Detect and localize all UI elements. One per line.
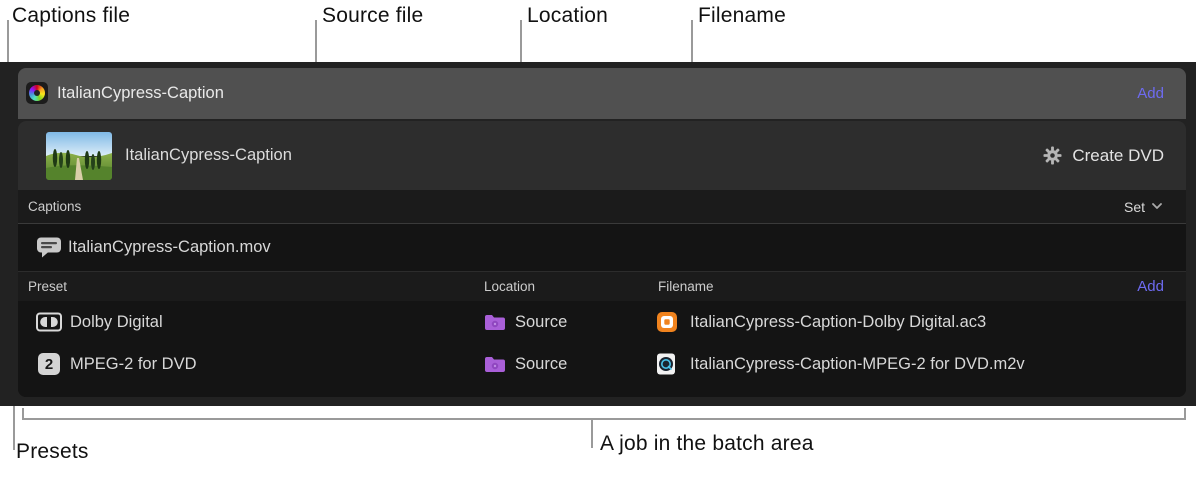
job-batch-callout-tick bbox=[591, 418, 593, 448]
preset-name: MPEG-2 for DVD bbox=[70, 354, 197, 373]
bracket-horizontal-line bbox=[22, 418, 1186, 420]
preset-column-header: Preset bbox=[28, 279, 68, 294]
location-column-header: Location bbox=[484, 279, 536, 294]
batch-title: ItalianCypress-Caption bbox=[57, 84, 224, 102]
preset-row-mpeg2-dvd[interactable]: 2 MPEG-2 for DVD Source bbox=[18, 343, 1186, 385]
callout-presets: Presets bbox=[16, 440, 89, 463]
preset-output-filename: ItalianCypress-Caption-MPEG-2 for DVD.m2… bbox=[690, 354, 1025, 373]
job-title-row[interactable]: ItalianCypress-Caption bbox=[18, 121, 1186, 190]
filename-column-header: Filename bbox=[658, 279, 714, 294]
caption-bubble-icon bbox=[36, 236, 62, 259]
preset-add-button[interactable]: Add bbox=[1137, 278, 1164, 295]
batch-area-panel: ItalianCypress-Caption Add bbox=[0, 62, 1196, 406]
mpeg2-badge-number: 2 bbox=[38, 353, 60, 375]
caption-file-row[interactable]: ItalianCypress-Caption.mov bbox=[18, 224, 1186, 271]
compressor-center-dot bbox=[34, 90, 40, 96]
preset-row-dolby-digital[interactable]: Dolby Digital Source Itali bbox=[18, 301, 1186, 343]
bracket-left-tick bbox=[22, 408, 24, 420]
create-dvd-button[interactable]: Create DVD bbox=[1043, 121, 1164, 190]
preset-section-header: Preset Location Filename Add bbox=[18, 271, 1186, 302]
job-title: ItalianCypress-Caption bbox=[125, 146, 292, 164]
callout-location: Location bbox=[527, 4, 608, 27]
preset-location: Source bbox=[515, 354, 568, 373]
callout-source-file: Source file bbox=[322, 4, 424, 27]
callout-captions-file: Captions file bbox=[12, 4, 131, 27]
m2v-video-file-icon bbox=[656, 353, 676, 376]
chevron-down-icon bbox=[1152, 203, 1162, 210]
batch-header-bar[interactable]: ItalianCypress-Caption Add bbox=[18, 68, 1186, 119]
set-label: Set bbox=[1123, 198, 1145, 215]
captions-set-dropdown[interactable]: Set bbox=[1124, 190, 1162, 223]
purple-folder-icon bbox=[484, 313, 506, 331]
captions-section-header: Captions Set bbox=[18, 190, 1186, 224]
captions-header-label: Captions bbox=[28, 199, 82, 214]
preset-name: Dolby Digital bbox=[70, 312, 163, 331]
preset-output-filename: ItalianCypress-Caption-Dolby Digital.ac3 bbox=[690, 312, 987, 331]
compressor-app-icon bbox=[26, 82, 48, 104]
job-thumbnail bbox=[46, 132, 112, 180]
gear-icon[interactable] bbox=[1043, 146, 1062, 165]
preset-location: Source bbox=[515, 312, 568, 331]
create-dvd-label: Create DVD bbox=[1072, 145, 1164, 165]
bracket-right-tick bbox=[1184, 408, 1186, 420]
job-card[interactable]: ItalianCypress-Caption bbox=[18, 121, 1186, 397]
source-file-callout-line bbox=[315, 20, 317, 102]
ac3-audio-file-icon bbox=[656, 311, 678, 333]
batch-add-button[interactable]: Add bbox=[1137, 85, 1164, 102]
purple-folder-icon bbox=[484, 355, 506, 373]
callout-job-in-batch: A job in the batch area bbox=[600, 432, 814, 455]
dolby-digital-icon bbox=[36, 312, 62, 332]
mpeg2-badge-icon: 2 bbox=[36, 353, 62, 375]
callout-filename: Filename bbox=[698, 4, 786, 27]
job-card-bottom-padding bbox=[18, 385, 1186, 397]
caption-file-name: ItalianCypress-Caption.mov bbox=[68, 238, 271, 256]
